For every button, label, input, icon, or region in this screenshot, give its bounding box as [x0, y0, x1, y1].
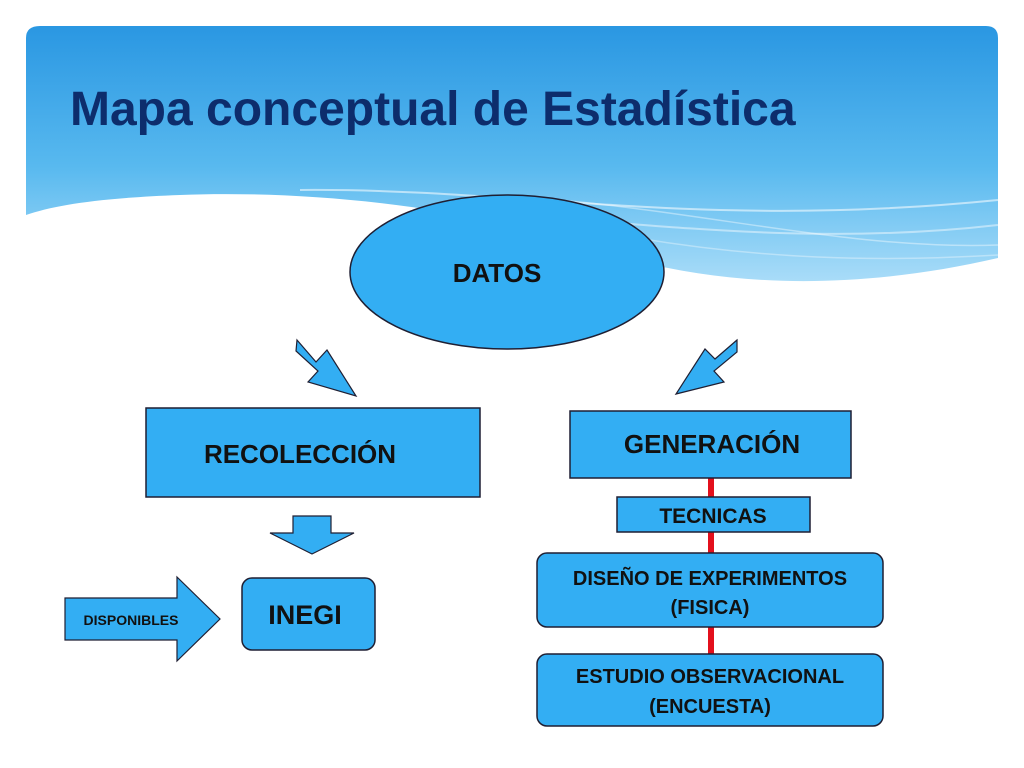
- node-disponibles-label: DISPONIBLES: [84, 612, 179, 628]
- node-recoleccion-label: RECOLECCIÓN: [204, 439, 396, 469]
- arrow-to-inegi: [269, 515, 355, 555]
- node-datos-label: DATOS: [453, 258, 542, 288]
- node-generacion-label: GENERACIÓN: [624, 429, 800, 459]
- node-estudio-line1: ESTUDIO OBSERVACIONAL: [576, 666, 844, 688]
- node-diseno-line1: DISEÑO DE EXPERIMENTOS: [573, 567, 847, 590]
- node-estudio-line2: (ENCUESTA): [649, 696, 771, 718]
- node-generacion: GENERACIÓN: [569, 410, 852, 479]
- node-inegi: INEGI: [241, 577, 376, 651]
- node-estudio-observacional: ESTUDIO OBSERVACIONAL (ENCUESTA): [536, 653, 884, 727]
- arrow-to-recoleccion: [295, 338, 358, 398]
- slide-title: Mapa conceptual de Estadística: [70, 83, 796, 136]
- node-disponibles: DISPONIBLES: [64, 575, 221, 663]
- node-tecnicas: TECNICAS: [616, 496, 811, 533]
- node-inegi-label: INEGI: [268, 600, 342, 630]
- node-datos: DATOS: [349, 194, 665, 350]
- node-diseno-experimentos: DISEÑO DE EXPERIMENTOS (FISICA): [536, 552, 884, 628]
- node-diseno-line2: (FISICA): [671, 597, 750, 619]
- node-tecnicas-label: TECNICAS: [659, 505, 766, 528]
- arrow-to-generacion: [674, 338, 738, 395]
- node-recoleccion: RECOLECCIÓN: [145, 407, 481, 498]
